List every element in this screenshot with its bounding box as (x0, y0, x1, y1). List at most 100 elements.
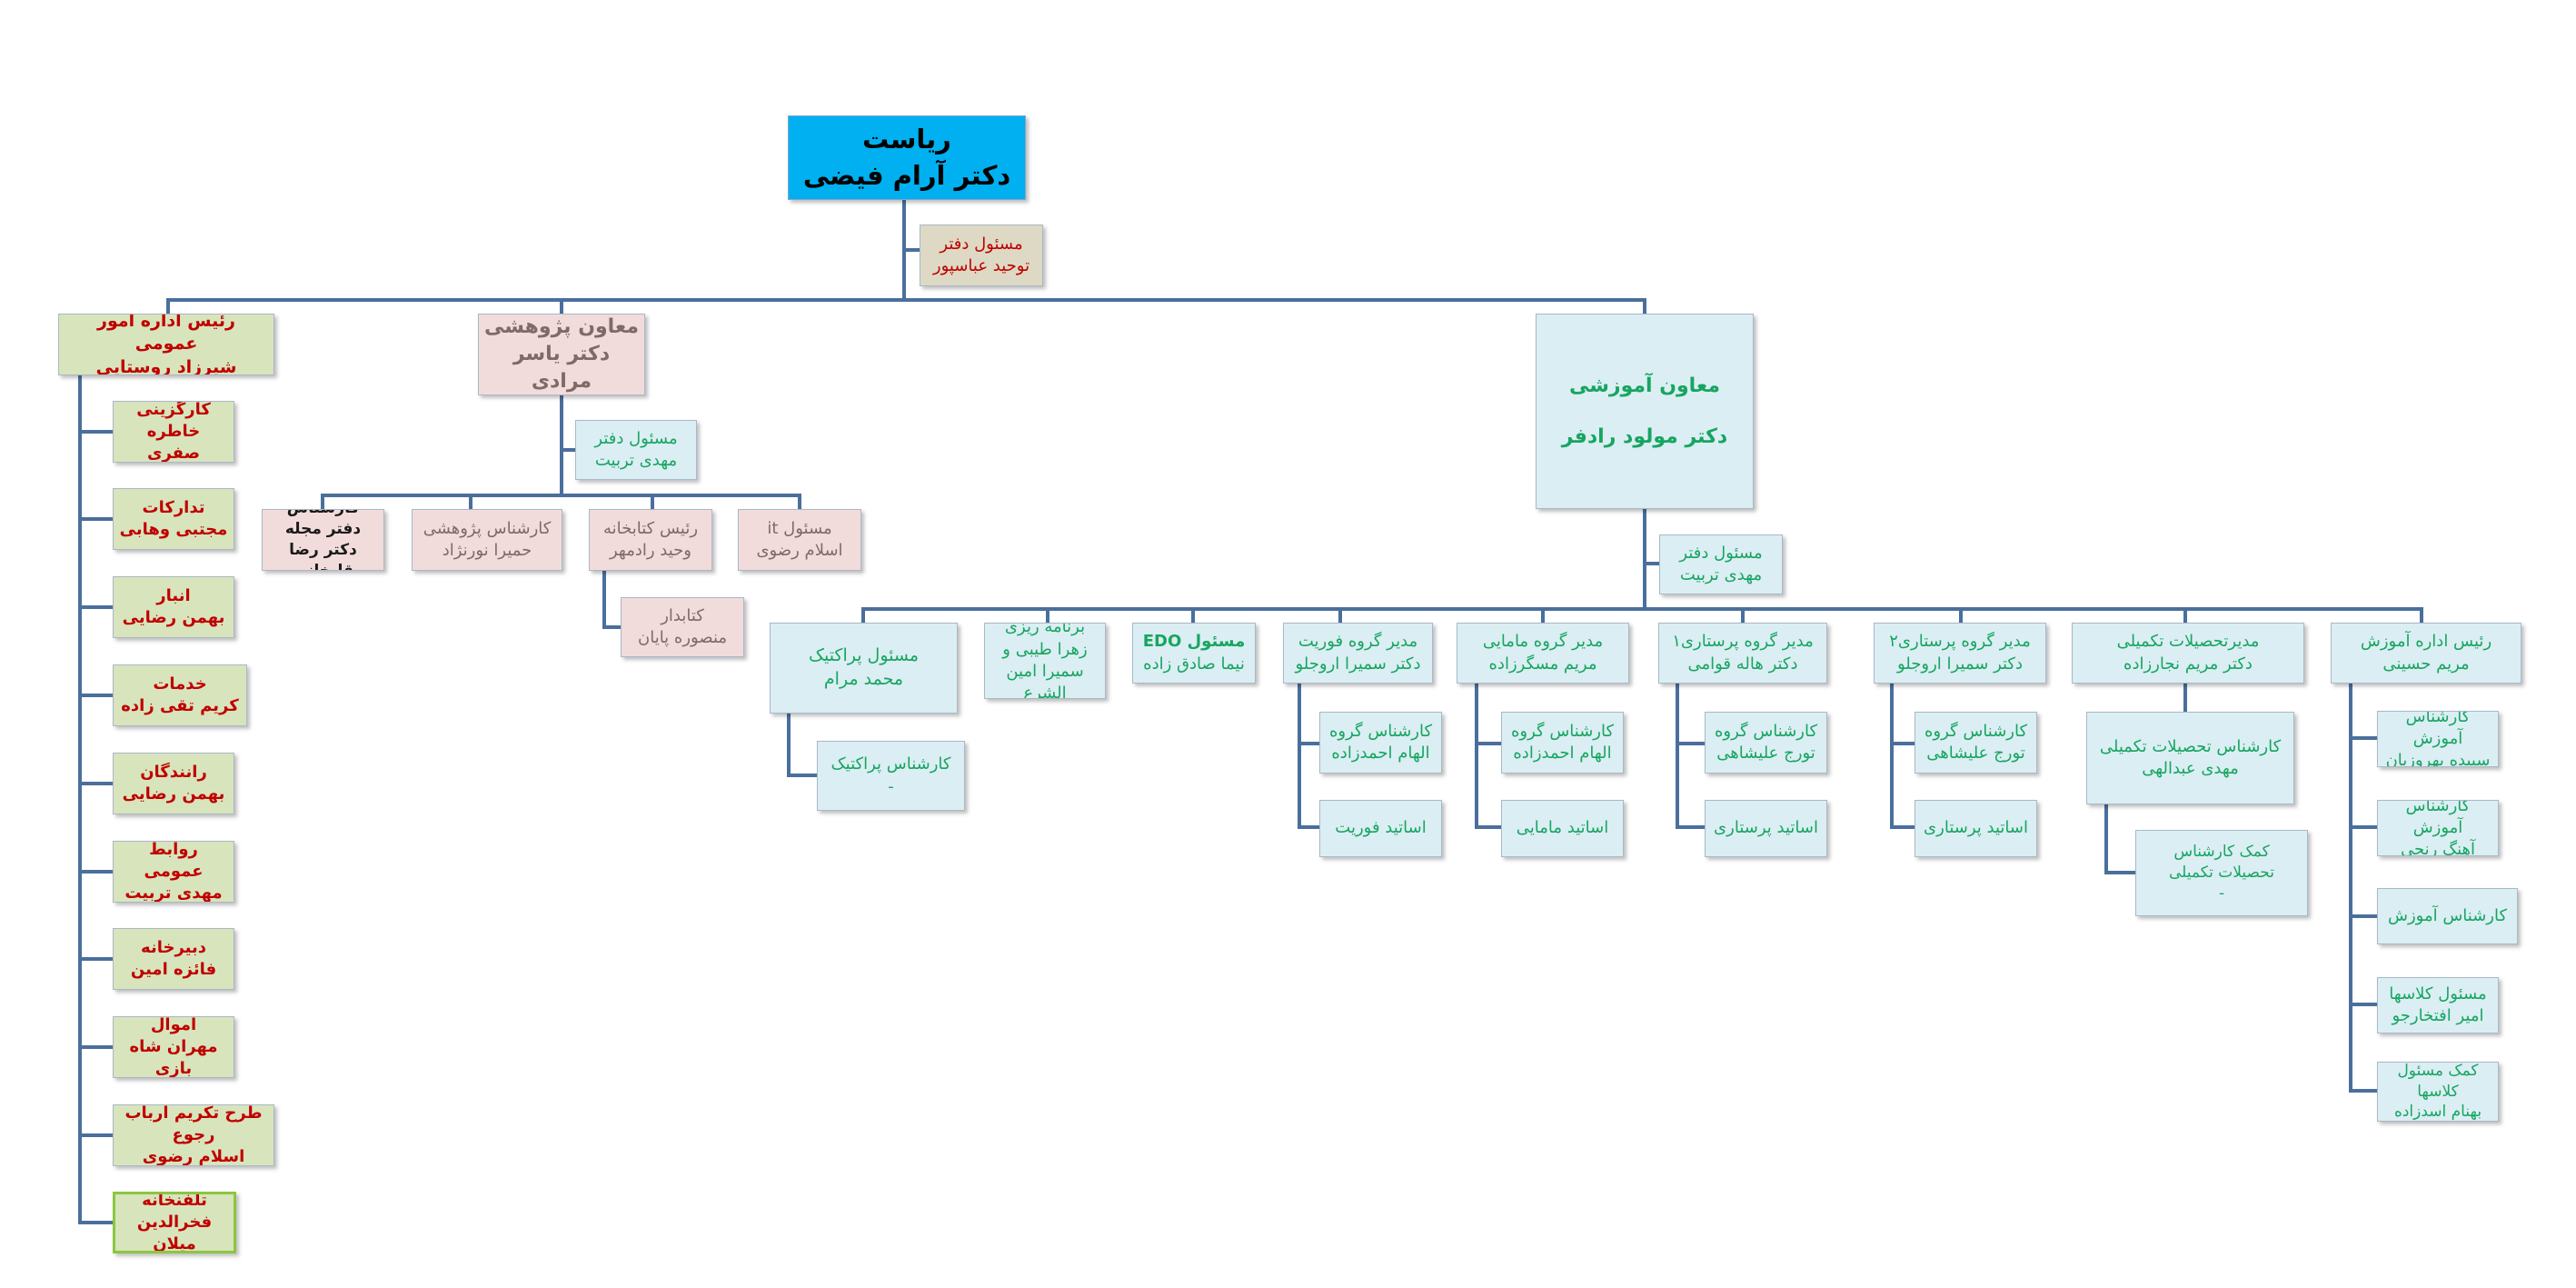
general-affairs-item[interactable]: خدمات کریم تقی زاده (113, 664, 247, 726)
unit-title: رئیس کتابخانه (602, 518, 699, 538)
unit-title: مدیر گروه فوریت (1298, 632, 1418, 652)
research-unit[interactable]: کارشناس پژوهشی حمیرا نورنژاد (412, 509, 562, 571)
practice-staff-box[interactable]: کارشناس پراکتیک - (817, 741, 965, 811)
librarian-name: منصوره پایان (637, 628, 728, 647)
staff-title: اساتید پرستاری (1924, 818, 2028, 838)
nursing2-staff-box[interactable]: کارشناس گروه تورج علیشاهی (1915, 712, 2037, 774)
education-unit-training[interactable]: رئیس اداره آموزش مریم حسینی (2331, 623, 2521, 684)
unit-title: مدیر گروه مامایی (1482, 632, 1604, 652)
education-unit-postgrad[interactable]: مدیرتحصیلات تکمیلی دکتر مریم نجارزاده (2072, 623, 2304, 684)
librarian-title: کتابدار (661, 605, 704, 625)
postgrad-staff-box[interactable]: کارشناس تحصیلات تکمیلی مهدی عبدالهی (2086, 712, 2294, 804)
research-unit[interactable]: رئیس کتابخانه وحید رادمهر (589, 509, 712, 571)
education-office-title: مسئول دفتر (1679, 543, 1763, 563)
staff-title: کارشناس تحصیلات تکمیلی (2099, 736, 2282, 756)
education-unit-nursing2[interactable]: مدیر گروه پرستاری۲ دکتر سمیرا اروجلو (1874, 623, 2046, 684)
office-head-name: توحید عباسپور (932, 256, 1030, 275)
item-name: بهمن رضایی (122, 608, 225, 627)
staff-title: کارشناس آموزش (2405, 711, 2471, 748)
unit-title: مدیر گروه پرستاری۱ (1672, 632, 1814, 652)
general-affairs-head-title: رئیس اداره امور عمومی (97, 314, 235, 354)
general-affairs-item[interactable]: روابط عمومی مهدی تربیت (113, 841, 234, 903)
staff-title: اساتید پرستاری (1714, 818, 1818, 838)
unit-title: مدیرتحصیلات تکمیلی (2116, 632, 2260, 652)
staff-name: - (888, 776, 894, 796)
unit-name: دکتر مریم نجارزاده (2123, 654, 2253, 674)
nursing1-staff-box[interactable]: کارشناس گروه تورج علیشاهی (1705, 712, 1827, 774)
education-unit-midwifery[interactable]: مدیر گروه مامایی مریم مسگرزاده (1457, 623, 1629, 684)
staff-title: کارشناس آموزش (2405, 800, 2471, 837)
education-office-box[interactable]: مسئول دفتر مهدی تربیت (1659, 534, 1783, 594)
item-title: اموال (150, 1016, 197, 1034)
general-affairs-item[interactable]: اموال مهران شاه بازی (113, 1016, 234, 1078)
nursing1-staff-box[interactable]: اساتید پرستاری (1705, 800, 1827, 857)
education-office-name: مهدی تربیت (1679, 565, 1763, 584)
unit-name: زهرا طیبی و (1002, 639, 1088, 659)
item-name: فخرالدین میلان (136, 1212, 213, 1253)
root-title: ریاست (862, 124, 951, 155)
staff-name: آهنگ رنجی (2400, 840, 2476, 856)
education-unit-nursing1[interactable]: مدیر گروه پرستاری۱ دکتر هاله قوامی (1658, 623, 1827, 684)
staff-name: امیر افتخارجو (2392, 1006, 2484, 1025)
research-office-box[interactable]: مسئول دفتر مهدی تربیت (575, 420, 697, 480)
general-affairs-item[interactable]: رانندگان بهمن رضایی (113, 753, 234, 814)
staff-name: الهام احمدزاده (1513, 744, 1612, 763)
unit-name: دکتر رضا قلیخانی (289, 541, 357, 571)
unit-name: مریم حسینی (2382, 654, 2470, 674)
staff-name: تحصیلات تکمیلی (2169, 864, 2275, 883)
training-staff-box[interactable]: کمک مسئول کلاسها بهنام اسدزاده (2377, 1062, 2499, 1122)
unit-name: وحید رادمهر (610, 541, 691, 560)
research-unit[interactable]: کارشناس دفتر مجله دکتر رضا قلیخانی (262, 509, 384, 571)
education-head-box[interactable]: معاون آموزشی دکتر مولود رادفر (1536, 314, 1754, 509)
unit-title: مسئول EDO (1142, 632, 1246, 652)
research-head-title: معاون پژوهشی (484, 315, 639, 339)
librarian-box[interactable]: کتابدار منصوره پایان (621, 597, 744, 657)
item-name: اسلام رضوی (142, 1147, 245, 1166)
training-staff-box[interactable]: کارشناس آموزش آهنگ رنجی (2377, 800, 2499, 856)
education-unit-planning[interactable]: برنامه ریزی زهرا طیبی و سمیرا امین الشرع (984, 623, 1106, 699)
education-unit-emergency[interactable]: مدیر گروه فوریت دکتر سمیرا اروجلو (1283, 623, 1433, 684)
general-affairs-item[interactable]: تلفنخانه فخرالدین میلان (113, 1192, 236, 1253)
staff-title: کارشناس آموزش (2387, 905, 2508, 925)
unit-name: دکتر سمیرا اروجلو (1897, 654, 2024, 674)
midwifery-staff-box[interactable]: اساتید مامایی (1501, 800, 1624, 857)
staff-title: مسئول کلاسها (2389, 983, 2487, 1003)
item-title: کارگزینی (136, 401, 211, 419)
office-head-box[interactable]: مسئول دفتر توحید عباسپور (920, 225, 1043, 286)
general-affairs-item[interactable]: کارگزینی خاطره صفری (113, 401, 234, 463)
general-affairs-item[interactable]: طرح تکریم ارباب رجوع اسلام رضوی (113, 1104, 274, 1166)
item-name: مجتبی وهابی (119, 520, 228, 539)
research-unit[interactable]: مسئول it اسلام رضوی (738, 509, 861, 571)
staff-name: الهام احمدزاده (1331, 744, 1430, 763)
general-affairs-item[interactable]: انبار بهمن رضایی (113, 576, 234, 638)
general-affairs-head-box[interactable]: رئیس اداره امور عمومی شیرزاد روستایی (58, 314, 274, 375)
education-unit-edo[interactable]: مسئول EDO نیما صادق زاده (1132, 623, 1256, 684)
nursing2-staff-box[interactable]: اساتید پرستاری (1915, 800, 2037, 857)
research-head-box[interactable]: معاون پژوهشی دکتر یاسر مرادی (478, 314, 645, 395)
general-affairs-item[interactable]: تدارکات مجتبی وهابی (113, 488, 234, 550)
staff-name: تورج علیشاهی (1716, 744, 1815, 763)
item-name: کریم تقی زاده (121, 696, 239, 715)
unit-name: محمد مرام (823, 669, 904, 689)
unit-name-2: سمیرا امین الشرع (1006, 662, 1084, 699)
unit-title: مسئول پراکتیک (808, 645, 920, 666)
training-staff-box[interactable]: کارشناس آموزش (2377, 888, 2518, 944)
training-staff-box[interactable]: کارشناس آموزش سپیده بهروزیان (2377, 711, 2499, 767)
staff-title: اساتید مامایی (1516, 818, 1609, 838)
training-staff-box[interactable]: مسئول کلاسها امیر افتخارجو (2377, 977, 2499, 1033)
item-title: روابط عمومی (144, 841, 204, 881)
emergency-staff-box[interactable]: کارشناس گروه الهام احمدزاده (1319, 712, 1442, 774)
unit-name: دکتر سمیرا اروجلو (1295, 654, 1421, 674)
general-affairs-item[interactable]: دبیرخانه فائزه امین (113, 928, 234, 990)
emergency-staff-box[interactable]: اساتید فوریت (1319, 800, 1442, 857)
research-office-name: مهدی تربیت (594, 451, 678, 470)
midwifery-staff-box[interactable]: کارشناس گروه الهام احمدزاده (1501, 712, 1624, 774)
item-title: دبیرخانه (141, 937, 206, 957)
item-title: طرح تکریم ارباب رجوع (124, 1104, 263, 1144)
postgrad-assistant-box[interactable]: کمک کارشناس تحصیلات تکمیلی - (2135, 830, 2308, 916)
root-box[interactable]: ریاست دکتر آرام فیضی (788, 115, 1026, 200)
item-title: تدارکات (142, 497, 205, 517)
education-unit-practice[interactable]: مسئول پراکتیک محمد مرام (770, 623, 958, 714)
item-title: رانندگان (140, 762, 207, 782)
